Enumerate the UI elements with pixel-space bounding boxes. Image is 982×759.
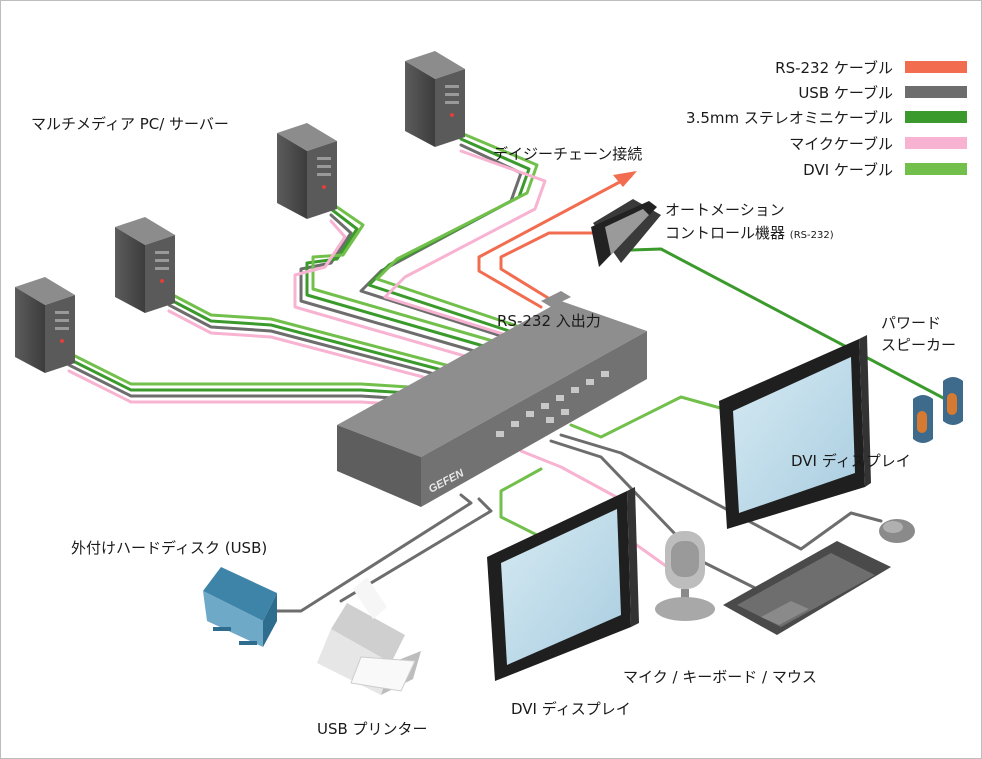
kvm-switch: GEFEN	[337, 291, 647, 507]
label-automation-rs232: (RS-232)	[789, 230, 834, 241]
label-daisy-chain: デイジーチェーン接続	[493, 145, 643, 163]
automation-controller	[591, 199, 661, 267]
pc-tower-3	[277, 123, 337, 219]
legend-label: RS-232 ケーブル	[775, 58, 893, 77]
legend-swatch-rs232	[905, 61, 967, 73]
legend-swatch-dvi	[905, 163, 967, 175]
usb-hdd-cable	[275, 493, 473, 613]
pc-tower-4	[405, 51, 465, 147]
pc2-dvi-cable	[167, 291, 463, 371]
cable-layer	[67, 131, 951, 613]
usb-printer	[317, 577, 421, 695]
legend-item-dvi: DVI ケーブル	[803, 160, 967, 179]
legend-label: DVI ケーブル	[803, 160, 893, 179]
usb-mouse-cable	[559, 433, 883, 551]
usb-printer-cable	[339, 497, 493, 603]
pc1-audio-cable	[67, 357, 443, 397]
pc2-mic-cable	[167, 309, 463, 389]
rs232-arrowhead	[613, 171, 637, 187]
pc3-mic-cable	[293, 219, 477, 361]
usb-keyboard-cable	[549, 439, 763, 593]
pc-tower-1	[15, 277, 75, 373]
dvi-right-cable	[569, 395, 733, 439]
external-hdd	[203, 567, 277, 647]
pc4-mic-cable	[383, 149, 547, 343]
label-speaker-line2: スピーカー	[881, 336, 957, 354]
pc2-usb-cable	[167, 303, 463, 383]
legend-label: マイクケーブル	[789, 134, 893, 153]
label-external-hdd: 外付けハードディスク (USB)	[71, 539, 268, 557]
label-automation-line2: コントロール機器 (RS-232)	[665, 223, 834, 246]
label-multimedia-pc: マルチメディア PC/ サーバー	[31, 115, 229, 133]
microphone	[655, 531, 715, 621]
legend-label: USB ケーブル	[798, 83, 893, 102]
pc3-audio-cable	[305, 207, 489, 349]
legend-swatch-mic	[905, 137, 967, 149]
label-mic-kbd-mouse: マイク / キーボード / マウス	[623, 668, 817, 686]
label-rs232-io: RS-232 入出力	[497, 312, 601, 330]
pc4-dvi-cable	[375, 131, 539, 328]
label-automation-line1: オートメーション	[665, 201, 785, 219]
legend-item-stereo-mini: 3.5mm ステレオミニケーブル	[686, 108, 967, 127]
legend-swatch-usb	[905, 86, 967, 98]
dvi-center-cable	[499, 467, 543, 539]
front-panel-buttons	[496, 371, 609, 437]
legend-swatch-stereo-mini	[905, 111, 967, 123]
pc3-usb-cable	[299, 213, 483, 355]
label-dvi-display-right: DVI ディスプレイ	[791, 452, 911, 470]
pc2-audio-cable	[167, 297, 463, 377]
label-usb-printer: USB プリンター	[317, 720, 428, 738]
rs232-cable-b	[499, 231, 603, 303]
label-dvi-display-center: DVI ディスプレイ	[511, 700, 631, 718]
legend-item-rs232: RS-232 ケーブル	[775, 58, 967, 77]
pc1-dvi-cable	[67, 351, 443, 391]
dvi-display-center	[487, 487, 639, 681]
label-speaker-line1: パワード	[881, 314, 942, 332]
legend-label: 3.5mm ステレオミニケーブル	[686, 108, 893, 127]
dvi-display-right	[719, 335, 871, 529]
pc-tower-2	[115, 217, 175, 313]
powered-speakers	[913, 377, 963, 443]
keyboard	[723, 541, 891, 635]
label-automation-line2-text: コントロール機器	[665, 224, 786, 242]
pc3-dvi-cable	[311, 201, 495, 343]
legend-item-mic: マイクケーブル	[789, 134, 967, 153]
mouse	[879, 519, 915, 543]
rs232-cable-a	[477, 174, 633, 309]
legend-item-usb: USB ケーブル	[798, 83, 967, 102]
